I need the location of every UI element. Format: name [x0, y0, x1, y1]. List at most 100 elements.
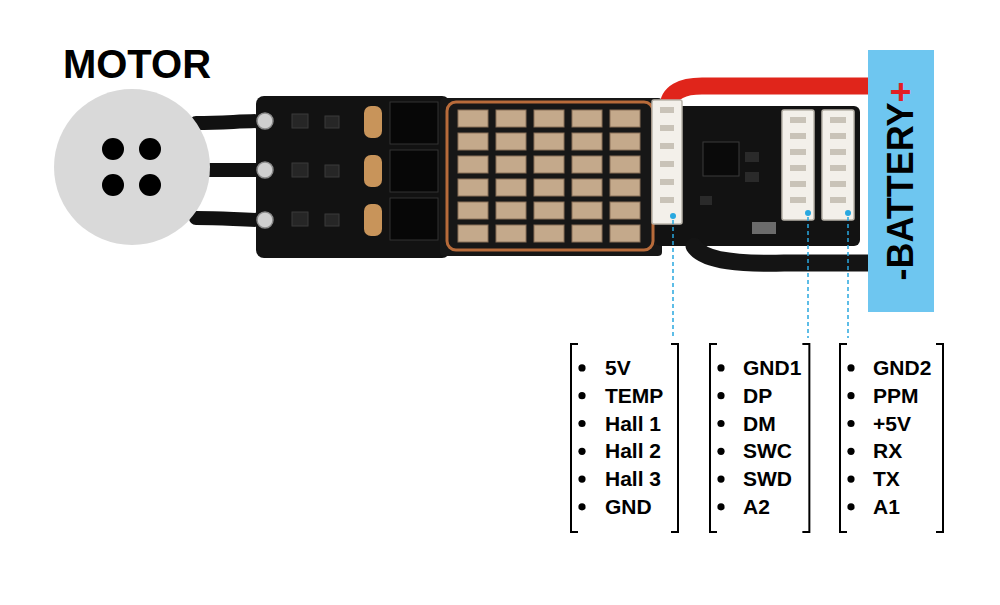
pin-dot — [847, 503, 854, 510]
capacitor — [610, 110, 640, 127]
leader-lines — [670, 210, 851, 338]
battery-label-box: -BATTERY+ — [868, 50, 934, 312]
motor-terminal — [139, 174, 161, 196]
capacitor — [572, 202, 602, 219]
pin-name: Hall 1 — [605, 410, 663, 438]
pin-name: RX — [873, 437, 931, 465]
pin-name: GND1 — [743, 354, 801, 382]
resistor — [752, 222, 776, 234]
pin-dot — [578, 448, 585, 455]
solder-joint — [257, 212, 273, 228]
solder-joint — [257, 162, 273, 178]
pin-name: +5V — [873, 410, 931, 438]
small-part — [745, 172, 759, 182]
logic-parts — [700, 142, 776, 234]
pin-name: SWC — [743, 437, 801, 465]
bracket-right — [671, 344, 678, 532]
battery-positive-wire — [668, 86, 892, 108]
connector-pins — [660, 110, 674, 200]
jst-connectors — [652, 100, 854, 224]
jst-connector — [652, 100, 682, 224]
capacitor — [610, 156, 640, 173]
battery-label: BATTERY — [881, 103, 921, 269]
pcb-power-section — [256, 96, 450, 258]
capacitor — [534, 110, 564, 127]
pin-table: 5VTEMPHall 1Hall 2Hall 3GND — [566, 342, 682, 534]
pin-name: A1 — [873, 493, 931, 521]
gold-pads — [364, 106, 382, 236]
motor-terminal — [102, 174, 124, 196]
driver-chip — [325, 214, 339, 226]
pin-name: TEMP — [605, 382, 663, 410]
connector-pins — [790, 120, 806, 200]
motor-wire — [196, 121, 264, 123]
capacitor — [534, 133, 564, 150]
pin-dot — [847, 364, 854, 371]
pin-name: A2 — [743, 493, 801, 521]
pin-dot — [578, 503, 585, 510]
battery-negative-wire — [694, 246, 884, 263]
mosfet — [390, 150, 438, 192]
capacitor — [610, 202, 640, 219]
pin-dot — [847, 392, 854, 399]
capacitor — [534, 202, 564, 219]
pin-dot — [717, 476, 724, 483]
capacitor — [572, 156, 602, 173]
leader-dot — [845, 210, 851, 216]
driver-chip — [325, 116, 339, 128]
capacitor — [496, 225, 526, 242]
battery-label-row: -BATTERY+ — [868, 50, 934, 312]
mosfet — [390, 198, 438, 240]
capacitor — [610, 179, 640, 196]
pin-table: GND2PPM+5VRXTXA1 — [835, 342, 947, 534]
driver-chip — [292, 163, 308, 177]
bracket-left — [571, 344, 578, 532]
pin-dot — [578, 476, 585, 483]
capacitor — [534, 179, 564, 196]
motor-wire — [196, 218, 264, 220]
capacitor — [496, 133, 526, 150]
capacitor — [496, 202, 526, 219]
pin-dot — [717, 392, 724, 399]
pin-name: PPM — [873, 382, 931, 410]
capacitor — [458, 179, 488, 196]
gold-pad — [364, 106, 382, 138]
capacitor — [610, 133, 640, 150]
capacitor — [572, 110, 602, 127]
pcb-capacitor-section — [440, 98, 662, 256]
bracket-left — [710, 344, 717, 532]
capacitor — [572, 133, 602, 150]
jst-connector — [822, 110, 854, 220]
gold-pad — [364, 155, 382, 187]
motor-terminal — [102, 138, 124, 160]
capacitor — [534, 225, 564, 242]
pin-dot — [847, 476, 854, 483]
leader-dot — [670, 213, 676, 219]
capacitor — [458, 225, 488, 242]
small-part — [745, 152, 759, 162]
pcb-logic-section — [655, 106, 860, 246]
driver-chip — [292, 212, 308, 226]
capacitor — [496, 110, 526, 127]
capacitor — [458, 156, 488, 173]
capacitor — [572, 225, 602, 242]
motor-terminal — [139, 138, 161, 160]
capacitor — [496, 179, 526, 196]
battery-label: - — [881, 269, 921, 281]
leader-line — [807, 217, 809, 338]
pin-dot — [578, 420, 585, 427]
copper-loop — [447, 102, 653, 250]
pin-list: GND2PPM+5VRXTXA1 — [873, 354, 931, 521]
solder-joint — [257, 113, 273, 129]
capacitor — [572, 179, 602, 196]
jst-connector — [782, 110, 814, 220]
capacitor — [458, 133, 488, 150]
leader-dot — [805, 210, 811, 216]
pin-list: 5VTEMPHall 1Hall 2Hall 3GND — [605, 354, 663, 521]
capacitor — [610, 225, 640, 242]
pin-name: GND — [605, 493, 663, 521]
motor-circle: MOTOR — [48, 36, 226, 251]
mosfet — [390, 102, 438, 144]
pin-name: GND2 — [873, 354, 931, 382]
